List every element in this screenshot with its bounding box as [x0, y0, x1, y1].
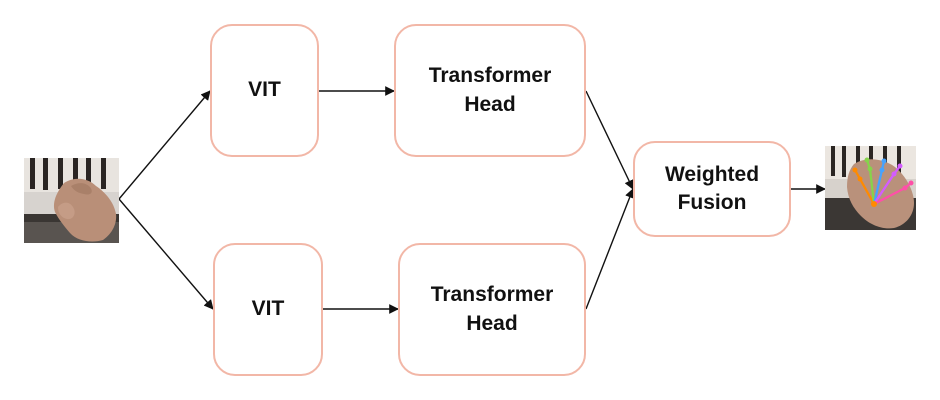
vit-label-top: VIT	[248, 78, 281, 102]
arrow-input-to-vit-top	[118, 90, 211, 200]
arrow-head-bottom-to-fusion	[585, 188, 635, 310]
output-image	[825, 146, 916, 230]
vit-box-bottom: VIT	[213, 243, 323, 376]
transformer-head-box-top: Transformer Head	[394, 24, 586, 157]
hand-keypoint-output-image	[825, 146, 916, 230]
input-image	[24, 158, 119, 243]
piano-hand-input-image	[24, 158, 119, 243]
vit-label-bottom: VIT	[251, 297, 285, 321]
vit-box-top: VIT	[210, 24, 319, 157]
transformer-head-box-bottom: Transformer Head	[398, 243, 586, 376]
transformer-head-label-bottom: Transformer Head	[430, 283, 554, 335]
arrow-head-top-to-fusion	[585, 90, 634, 190]
weighted-fusion-box: Weighted Fusion	[633, 141, 791, 237]
transformer-head-label-top: Transformer Head	[428, 64, 552, 116]
weighted-fusion-label: Weighted Fusion	[664, 162, 760, 214]
arrow-input-to-vit-bottom	[118, 198, 214, 310]
